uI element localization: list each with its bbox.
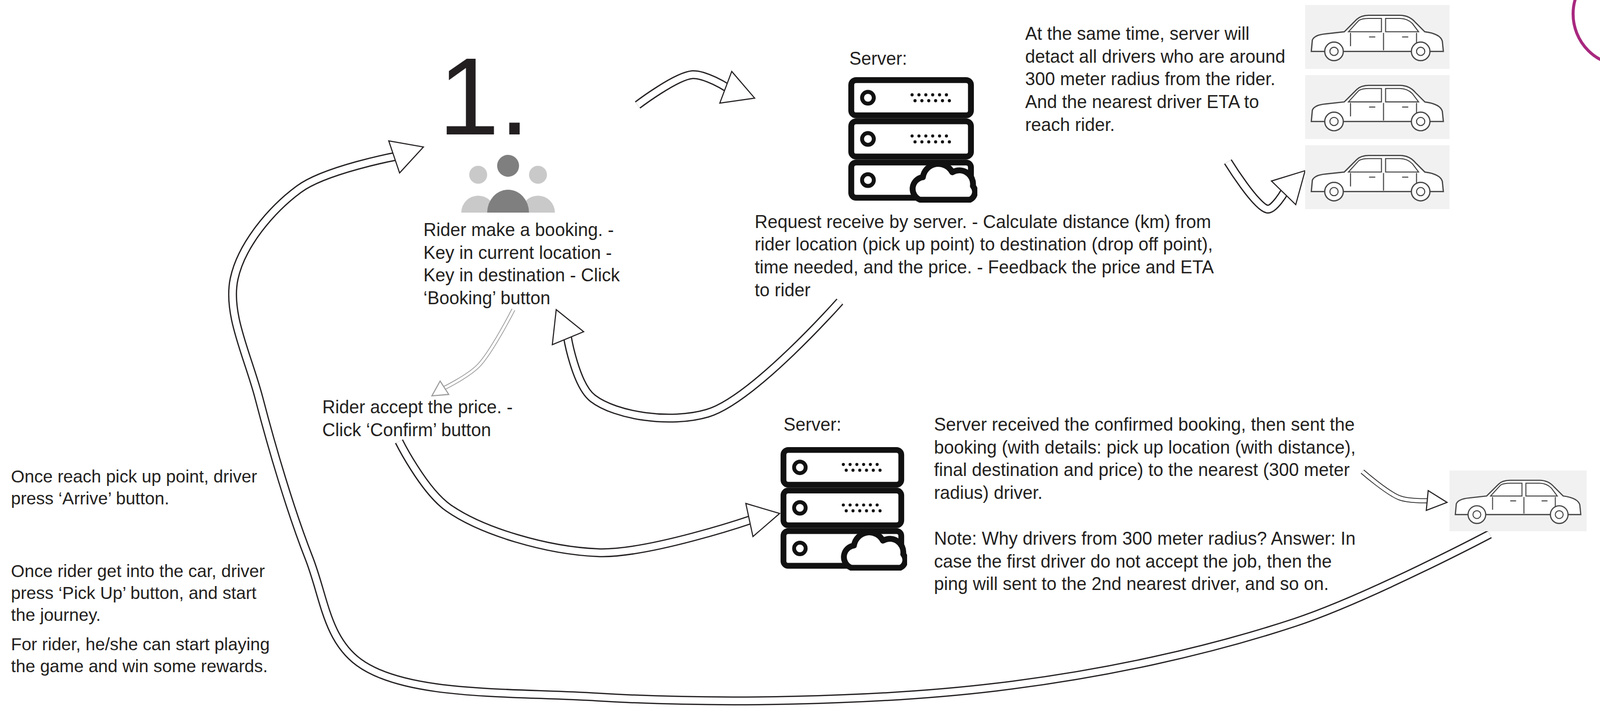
arrow-outline — [443, 309, 514, 389]
rider-icon — [461, 154, 555, 213]
flow-arrow — [552, 301, 840, 419]
arrow-head — [552, 309, 584, 345]
arrow-hollow — [1362, 471, 1429, 502]
assigned-driver — [1447, 470, 1590, 535]
arrow-outline — [637, 74, 728, 106]
flow-arrow — [399, 441, 780, 553]
car-icon — [1449, 470, 1587, 532]
server-picture — [846, 76, 978, 204]
arrow-hollow — [399, 441, 751, 553]
arrow-outline — [232, 156, 1490, 701]
note-text: Once rider get into the car, driver pres… — [10, 560, 270, 626]
car1-picture — [1447, 470, 1590, 532]
arrow-head — [1426, 490, 1448, 511]
arrow-outline — [567, 301, 840, 419]
corner-ring — [1573, 0, 1600, 66]
step-text: Request receive by server. - Calculate d… — [754, 210, 1228, 302]
arrow-hollow — [232, 156, 1490, 701]
flow-arrow — [637, 71, 755, 105]
arrow-outline — [1362, 471, 1429, 502]
node-column — [1305, 4, 1450, 210]
flow-arrow — [1362, 471, 1448, 511]
arrow-head — [431, 381, 449, 397]
node-column: Server: — [779, 413, 915, 575]
step-heading: 1. — [438, 47, 638, 146]
node-column: 1. Rider make a booking. - Key in current… — [423, 47, 638, 310]
server-icon — [783, 449, 906, 568]
rider-step: 1. Rider make a booking. - Key in current… — [423, 47, 638, 310]
note-text: Once reach pick up point, driver press ‘… — [10, 465, 270, 510]
flow-arrow — [232, 140, 1490, 702]
flow-arrow — [431, 309, 514, 397]
arrow-head — [388, 140, 424, 173]
server-dispatch-step: Server: Server received the confirmed boo… — [779, 413, 1363, 596]
confirm-step: Rider accept the price. - Click ‘Confirm… — [322, 396, 542, 442]
note-text: For rider, he/she can start playing the … — [10, 633, 270, 678]
step-text: Rider accept the price. - Click ‘Confirm… — [322, 396, 542, 442]
server-picture — [779, 446, 908, 572]
step-heading: Server: — [783, 413, 915, 437]
rider-picture — [448, 152, 568, 213]
arrow-head — [719, 71, 755, 104]
step-text: Rider make a booking. - Key in current l… — [423, 218, 638, 310]
step-text: Note: Why drivers from 300 meter radius?… — [933, 527, 1363, 596]
server-icon — [851, 80, 975, 200]
node-column: Server received the confirmed booking, t… — [933, 413, 1363, 596]
nearby-drivers — [1305, 4, 1450, 213]
cars3-picture — [1305, 4, 1450, 210]
arrow-hollow — [567, 301, 840, 419]
node-column — [1447, 470, 1590, 532]
arrow-outline — [399, 441, 751, 553]
car-icon — [1305, 4, 1450, 69]
arrow-hollow — [637, 74, 728, 106]
step-text: Server received the confirmed booking, t… — [933, 413, 1363, 505]
car-icon — [1305, 145, 1450, 210]
arrow-head — [1271, 170, 1306, 205]
node-column: Rider accept the price. - Click ‘Confirm… — [322, 396, 542, 442]
arrow-head — [745, 503, 780, 537]
arrow-hollow — [443, 309, 514, 389]
flow-arrow — [1227, 161, 1306, 210]
car-icon — [1305, 75, 1450, 139]
note-text: At the same time, server will detact all… — [1025, 22, 1295, 137]
